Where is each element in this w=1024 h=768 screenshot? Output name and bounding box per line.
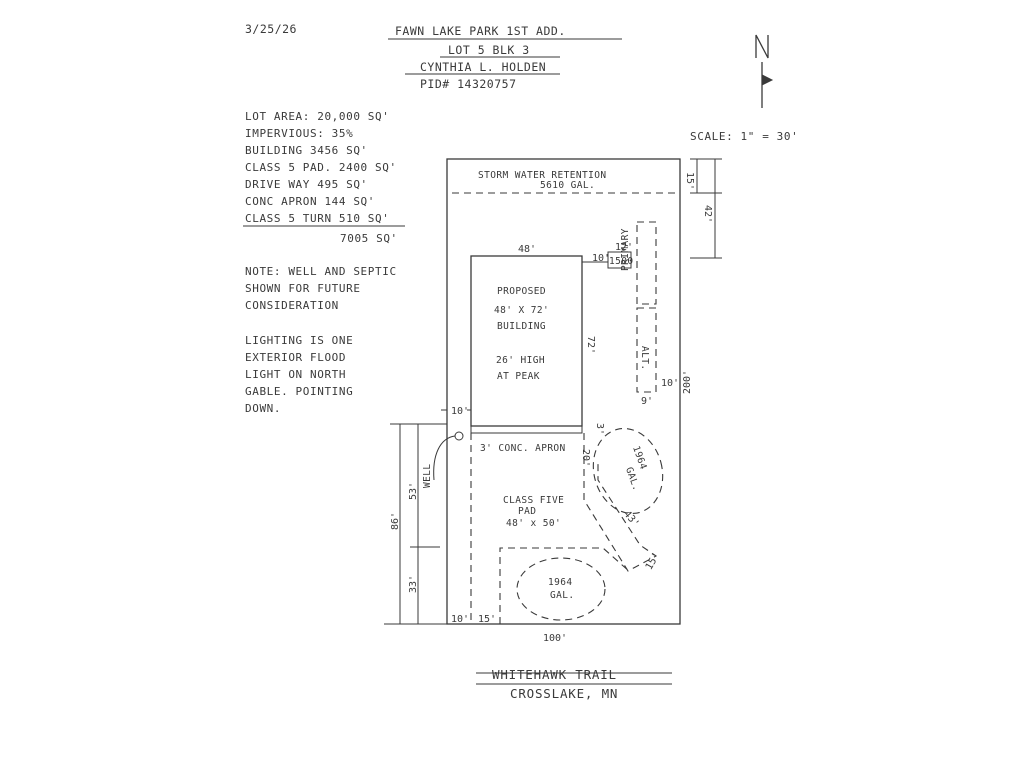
dim-42: 42': [702, 205, 713, 223]
dim-15-turn: 15': [644, 551, 663, 572]
area-driveway: DRIVE WAY 495 SQ': [245, 178, 368, 191]
dim-10-bottom: 10': [451, 614, 469, 625]
note-line: CONSIDERATION: [245, 299, 339, 312]
lot-block: LOT 5 BLK 3: [448, 43, 530, 57]
building-label-2: BUILDING: [497, 321, 546, 332]
lot-boundary: [446, 158, 681, 625]
dim-33: 33': [408, 575, 419, 593]
alt-drainfield: [636, 307, 657, 393]
tank-2-gal: GAL.: [550, 590, 574, 601]
subdivision-name: FAWN LAKE PARK 1ST ADD.: [395, 24, 566, 38]
note-line: GABLE. POINTING: [245, 385, 353, 398]
area-impervious: IMPERVIOUS: 35%: [245, 127, 353, 140]
note-line: SHOWN FOR FUTURE: [245, 282, 361, 295]
note-line: LIGHTING IS ONE: [245, 334, 353, 347]
dim-top-right: [690, 158, 722, 259]
primary-label: PRIMARY: [620, 228, 631, 271]
note-line: DOWN.: [245, 402, 281, 415]
drawing-date: 3/25/26: [245, 22, 297, 36]
dim-10-tank: 10': [592, 253, 610, 264]
tank-1500-label: 1500: [609, 256, 633, 267]
driveway-outline: [499, 547, 631, 624]
well-icon: [454, 431, 464, 441]
area-lot: LOT AREA: 20,000 SQ': [245, 110, 389, 123]
dim-15-bottom: 15': [478, 614, 496, 625]
road-name: WHITEHAWK TRAIL: [492, 667, 617, 682]
holding-tank-1: [592, 427, 664, 515]
concrete-apron: [470, 425, 583, 434]
area-building: BUILDING 3456 SQ': [245, 144, 368, 157]
building-height: 26' HIGH: [496, 355, 545, 366]
proposed-building: [470, 255, 583, 427]
building-size: 48' X 72': [494, 305, 549, 316]
dim-20: 20': [580, 449, 591, 467]
primary-drainfield: [636, 221, 657, 305]
storm-water-gallons: 5610 GAL.: [540, 180, 595, 191]
dim-15-top: 15': [684, 172, 695, 190]
holding-tank-2: [516, 557, 606, 621]
dim-10-right: 10': [661, 378, 679, 389]
scale-label: SCALE: 1" = 30': [690, 130, 798, 143]
storm-water-label: STORM WATER RETENTION: [478, 170, 607, 181]
area-total: 7005 SQ': [340, 232, 398, 245]
pid-number: PID# 14320757: [420, 77, 517, 91]
apron-label: 3' CONC. APRON: [480, 443, 566, 454]
area-table: LOT AREA: 20,000 SQ' IMPERVIOUS: 35% BUI…: [243, 110, 405, 245]
well-leader: [433, 435, 456, 481]
class5-turn-outline: [583, 433, 658, 572]
area-class5-pad: CLASS 5 PAD. 2400 SQ': [245, 161, 397, 174]
building-label: PROPOSED: [497, 286, 546, 297]
building-height-2: AT PEAK: [497, 371, 540, 382]
pad-label: CLASS FIVE: [503, 495, 564, 506]
owner-name: CYNTHIA L. HOLDEN: [420, 60, 546, 74]
pad-size: 48' x 50': [506, 518, 561, 529]
dim-53: 53': [408, 482, 419, 500]
dim-3: 3': [594, 423, 605, 435]
city-name: CROSSLAKE, MN: [510, 686, 618, 701]
dim-86: 86': [390, 512, 401, 530]
alt-label: ALT.: [639, 346, 650, 370]
building-width: 48': [518, 244, 536, 255]
septic-tank-1500: [607, 251, 632, 269]
area-conc-apron: CONC APRON 144 SQ': [245, 195, 375, 208]
notes-block: NOTE: WELL AND SEPTIC SHOWN FOR FUTURE C…: [245, 265, 397, 415]
note-line: EXTERIOR FLOOD: [245, 351, 346, 364]
area-class5-turn: CLASS 5 TURN 510 SQ': [245, 212, 389, 225]
dim-10-well: 10': [451, 406, 469, 417]
note-line: NOTE: WELL AND SEPTIC: [245, 265, 397, 278]
note-line: LIGHT ON NORTH: [245, 368, 346, 381]
dim-left: [384, 423, 447, 625]
dim-9: 9': [641, 396, 653, 407]
north-arrow-icon: [755, 34, 774, 108]
well-label: WELL: [422, 464, 433, 488]
dim-100: 100': [543, 633, 567, 644]
dim-12: 12': [615, 242, 633, 253]
building-length: 72': [585, 336, 596, 354]
dim-200: 200': [682, 370, 693, 394]
tank-2-size: 1964: [548, 577, 572, 588]
pad-label-2: PAD: [518, 506, 536, 517]
